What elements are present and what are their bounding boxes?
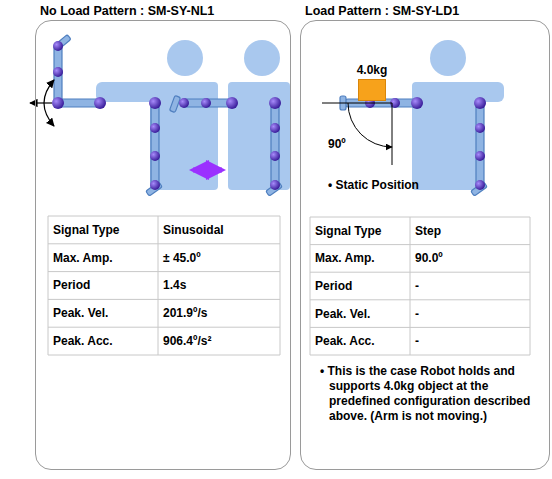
table-grid <box>48 216 530 355</box>
table-cell: ± 45.0º <box>158 244 280 272</box>
table-cell: Step <box>410 217 530 245</box>
table-rule <box>310 244 530 245</box>
load-box: 4.0kg <box>358 79 386 101</box>
robot-arm <box>54 35 487 196</box>
note-text: • This is the case Robot holds and suppo… <box>320 364 551 424</box>
table-rule <box>48 243 280 244</box>
table-rule <box>310 272 530 273</box>
note-text: • Static Position <box>328 178 419 192</box>
load-label: 4.0kg <box>357 63 388 77</box>
table-cell: Period <box>48 272 158 300</box>
table-rule <box>310 217 530 218</box>
table-cell: - <box>410 327 530 355</box>
table-cell: Max. Amp. <box>310 245 410 273</box>
table-rule <box>310 355 530 356</box>
angle-label: 90º <box>326 137 348 151</box>
table-rule <box>310 217 311 355</box>
panel-title: No Load Pattern : SM-SY-NL1 <box>40 4 214 18</box>
table-cell: 201.9º/s <box>158 299 280 327</box>
table-rule <box>48 327 280 328</box>
table-cell: Peak. Acc. <box>48 327 158 355</box>
table-cell: Period <box>310 272 410 300</box>
table-cell: 906.4º/s² <box>158 327 280 355</box>
table-rule <box>158 216 159 355</box>
table-cell: Signal Type <box>310 217 410 245</box>
table-rule <box>48 299 280 300</box>
table-cell: Peak. Vel. <box>48 299 158 327</box>
table-cell: - <box>410 300 530 328</box>
table-cell: Peak. Vel. <box>310 300 410 328</box>
table-rule <box>530 217 531 355</box>
table-rule <box>48 216 280 217</box>
table-rule <box>310 299 530 300</box>
joint <box>52 41 486 190</box>
table-cell: Sinusoidal <box>158 216 280 244</box>
table-cell: 90.0º <box>410 245 530 273</box>
table-rule <box>410 217 411 355</box>
motion-arrow <box>30 80 222 170</box>
table-cell: Signal Type <box>48 216 158 244</box>
table-rule <box>48 216 49 355</box>
table-rule <box>48 355 280 356</box>
pattern-panel: No Load Pattern : SM-SY-NL1 <box>35 20 291 470</box>
table-cell: 1.4s <box>158 272 280 300</box>
table-rule <box>310 327 530 328</box>
table-cell: Peak. Acc. <box>310 327 410 355</box>
table-rule <box>280 216 281 355</box>
table-rule <box>48 271 280 272</box>
table-cell: - <box>410 272 530 300</box>
panel-title: Load Pattern : SM-SY-LD1 <box>305 4 459 18</box>
table-cell: Max. Amp. <box>48 244 158 272</box>
angle-guide <box>322 103 392 165</box>
